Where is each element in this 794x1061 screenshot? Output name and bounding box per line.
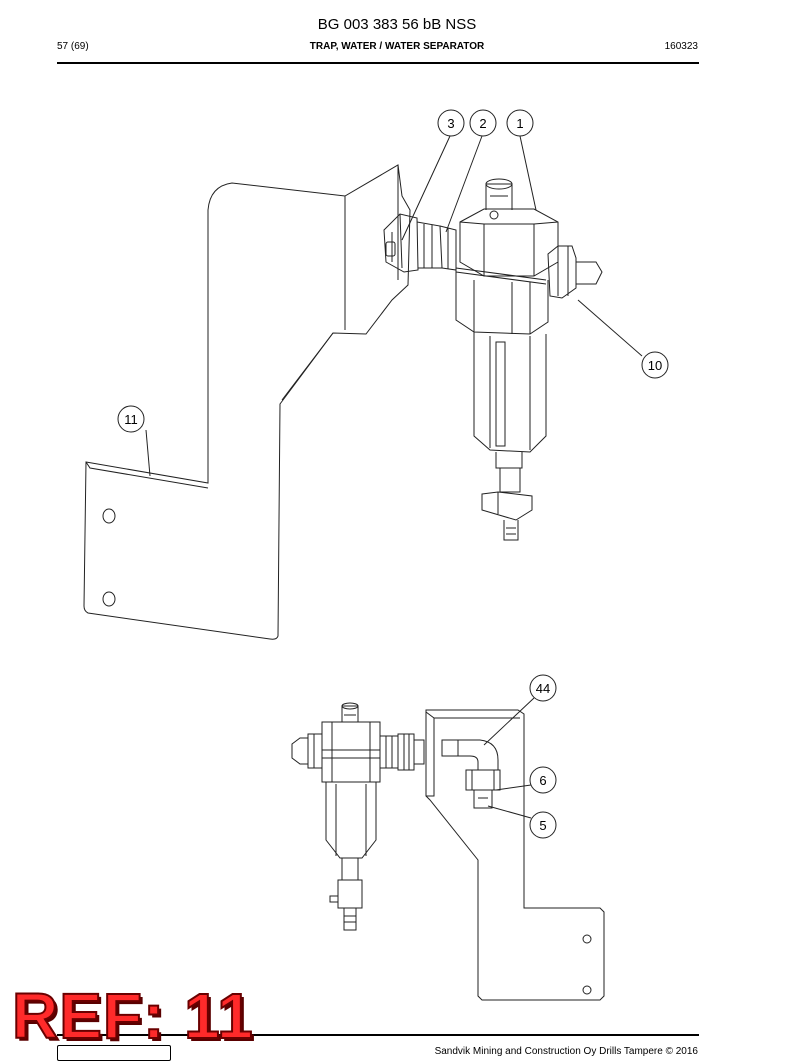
callout-10: 10 [641,351,669,379]
ref-stamp: REF: 11 [11,980,254,1052]
header-rule [57,62,699,64]
svg-text:6: 6 [539,773,546,788]
svg-text:11: 11 [124,412,138,427]
callout-5: 5 [529,811,557,839]
document-date: 160323 [664,41,698,52]
callout-3: 3 [437,109,465,137]
callout-6: 6 [529,766,557,794]
svg-text:3: 3 [447,116,454,131]
bracket-bottom-view [425,709,605,1001]
callout-11: 11 [117,405,145,433]
callout-2: 2 [469,109,497,137]
page-number: 57 (69) [57,41,89,52]
bracket-top-view [83,164,411,640]
svg-text:5: 5 [539,818,546,833]
svg-text:1: 1 [516,116,523,131]
footer-rule [57,1034,699,1036]
callout-1: 1 [506,109,534,137]
leader-lines [145,135,643,819]
svg-text:2: 2 [479,116,486,131]
svg-text:10: 10 [648,358,662,373]
svg-text:44: 44 [536,681,550,696]
separator-top-view [383,178,603,541]
separator-bottom-view [291,702,501,931]
document-title: BG 003 383 56 bB NSS [317,16,477,33]
section-title: TRAP, WATER / WATER SEPARATOR [309,41,485,52]
callout-44: 44 [529,674,557,702]
footer-copyright: Sandvik Mining and Construction Oy Drill… [434,1046,698,1057]
